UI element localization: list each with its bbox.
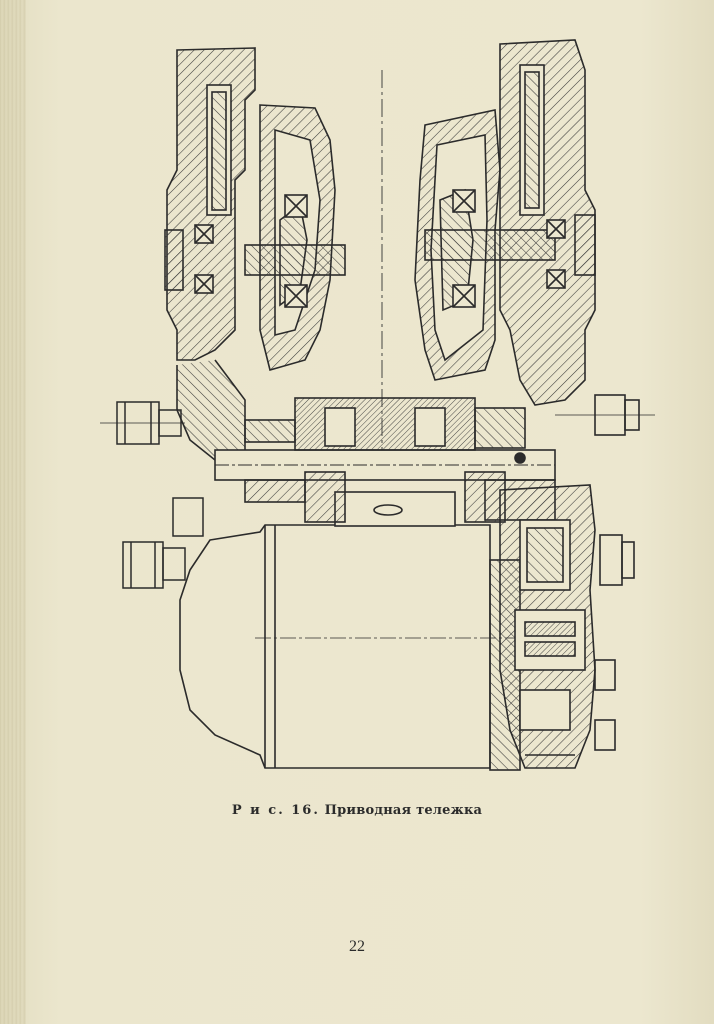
left-bolts [100, 401, 204, 589]
figure-title: Приводная тележка [324, 803, 483, 818]
left-wheel-assembly [164, 47, 346, 461]
figure-label: Р и с. 16. [231, 803, 320, 818]
page-number: 22 [349, 938, 365, 955]
page-binding-edge [0, 0, 26, 1024]
motor-housing [179, 471, 565, 771]
right-gearbox [499, 394, 655, 769]
figure-caption: Р и с. 16. Приводная тележка [0, 803, 714, 818]
right-wheel-assembly [414, 39, 596, 406]
drive-carriage-drawing [100, 39, 655, 771]
